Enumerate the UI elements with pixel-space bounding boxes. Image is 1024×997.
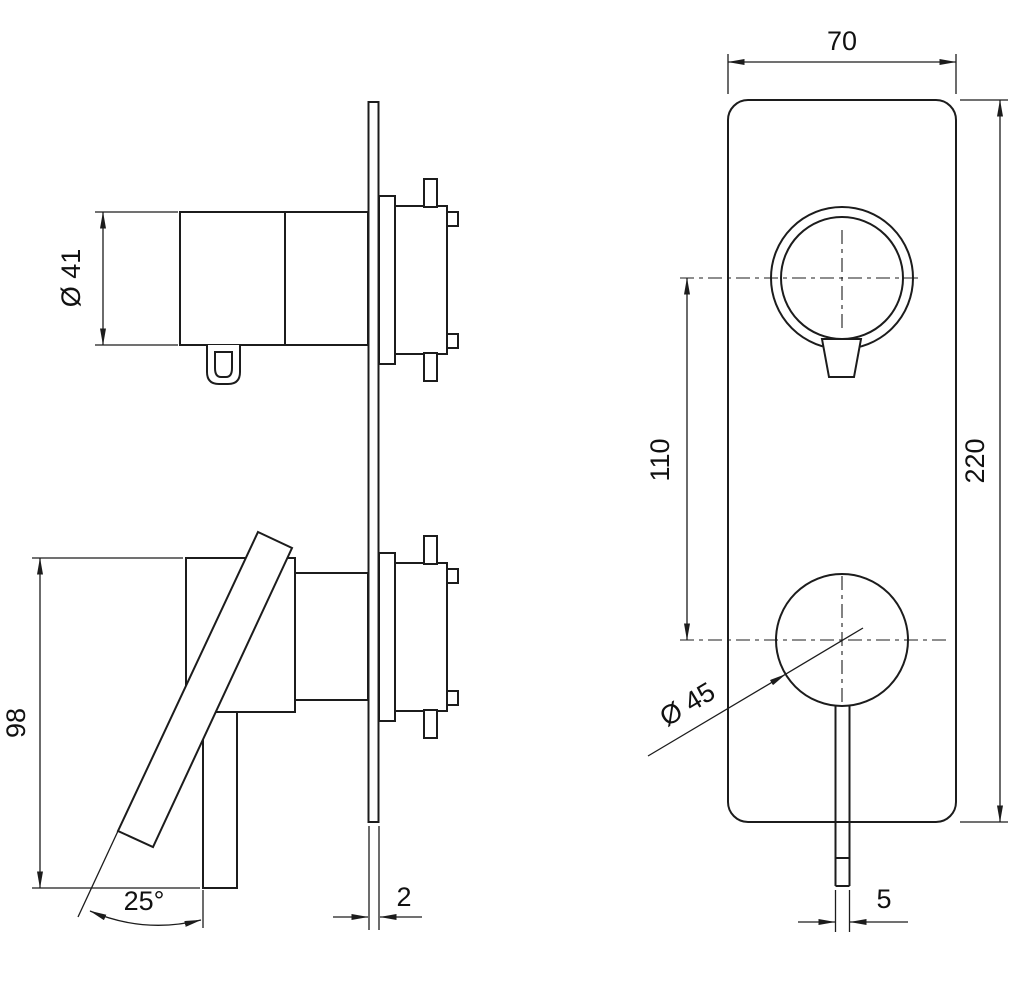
front-view: 70 220 110 Ø 45 5 <box>645 26 1008 932</box>
lever-rod-front <box>834 705 851 887</box>
top-valve-stub-upper <box>446 211 459 227</box>
knob-indicator-tab <box>206 345 241 385</box>
lever-handle-assembly-side <box>116 530 369 889</box>
dim-lever-width-label: 5 <box>876 884 891 914</box>
dim-plate-height-label: 220 <box>960 438 990 483</box>
top-valve-stub-lower <box>446 333 459 349</box>
dim-lever-angle: 25° <box>77 830 204 928</box>
top-knob-tab <box>820 338 863 378</box>
bottom-valve-body-side <box>378 535 459 739</box>
dim-plate-width: 70 <box>727 26 957 94</box>
dim-handle-length-label: 98 <box>1 708 31 738</box>
handle-adapter-side <box>294 572 369 701</box>
side-view: Ø 41 98 25° 2 <box>1 101 459 930</box>
top-valve-pin-upper <box>423 178 438 208</box>
dim-centre-spacing-label: 110 <box>645 438 675 481</box>
dim-plate-height: 220 <box>960 99 1008 823</box>
bottom-valve-pin-lower <box>423 709 438 739</box>
wall-plate-edge <box>367 101 380 823</box>
bottom-valve-stub-lower <box>446 690 459 706</box>
dim-centre-spacing: 110 <box>645 277 690 641</box>
dim-knob-diameter-side-label: Ø 41 <box>56 249 86 308</box>
knob-indicator-tab-inner <box>214 351 233 378</box>
dim-plate-thickness-label: 2 <box>396 882 411 912</box>
top-valve-pin-lower <box>423 352 438 382</box>
bottom-valve-stub-upper <box>446 568 459 584</box>
dim-lever-width: 5 <box>798 884 908 932</box>
handle-lever-side <box>116 530 294 849</box>
dim-plate-width-label: 70 <box>827 26 857 56</box>
dim-handle-length: 98 <box>1 557 200 889</box>
handle-rod-side <box>202 711 238 889</box>
bottom-valve-pin-upper <box>423 535 438 565</box>
dim-knob-diameter-side: Ø 41 <box>56 211 178 346</box>
dim-knob-diameter-front-label: Ø 45 <box>655 676 721 732</box>
top-valve-body-side <box>378 178 459 382</box>
dim-lever-angle-label: 25° <box>124 886 165 916</box>
temperature-knob-side <box>179 211 369 385</box>
dim-plate-thickness: 2 <box>333 826 422 930</box>
